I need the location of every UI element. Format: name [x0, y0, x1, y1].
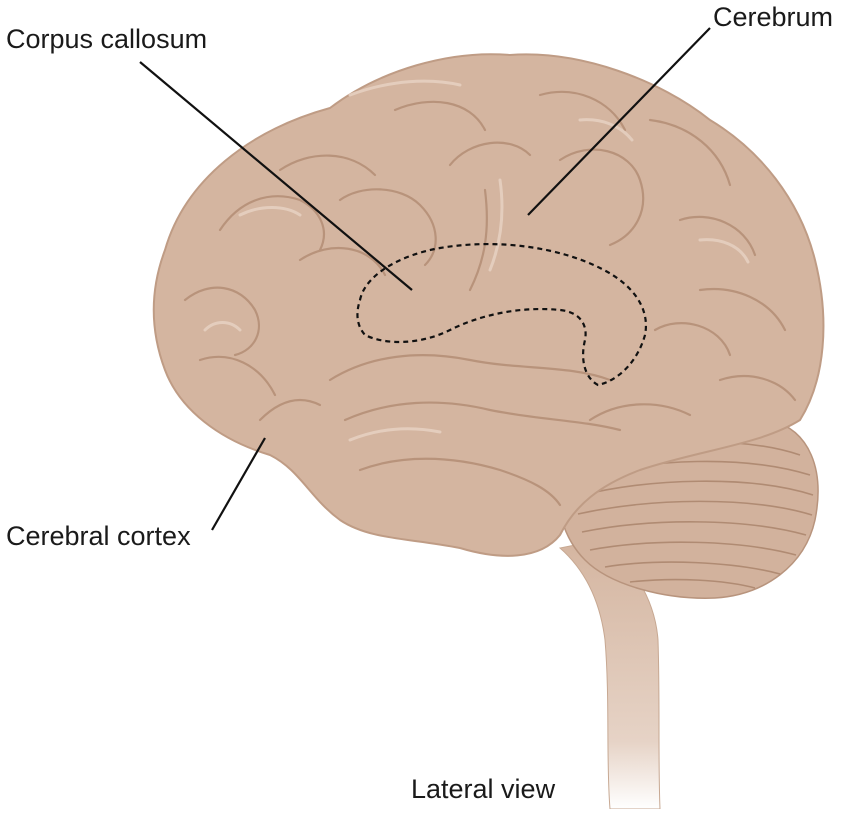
label-cerebral-cortex: Cerebral cortex — [6, 521, 191, 551]
sulci — [183, 90, 797, 507]
leader-line-cerebrum — [527, 27, 711, 216]
leader-line-corpus-callosum — [139, 61, 413, 291]
leader-line-cerebral-cortex — [211, 437, 266, 531]
label-cerebrum: Cerebrum — [713, 2, 834, 32]
cerebrum-shape — [152, 53, 825, 557]
caption-lateral-view: Lateral view — [411, 774, 556, 804]
gyri-highlights — [203, 79, 750, 442]
label-corpus-callosum: Corpus callosum — [6, 24, 208, 54]
